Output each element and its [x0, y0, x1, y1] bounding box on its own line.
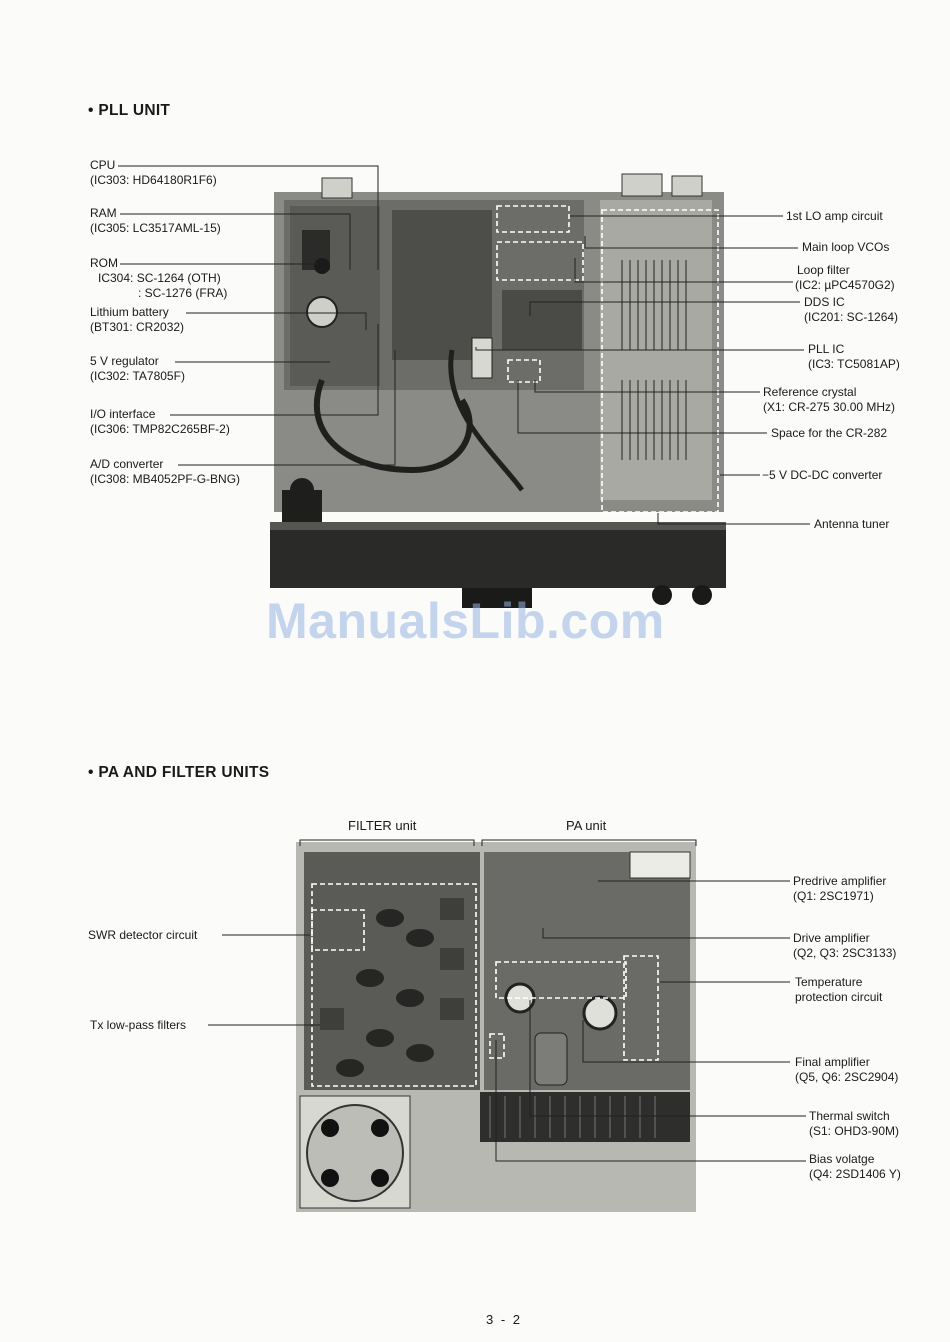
label-temperature-protection-sub: protection circuit [795, 990, 883, 1004]
label-space-cr282: Space for the CR-282 [771, 426, 887, 441]
label-rom-name: ROM [90, 256, 118, 270]
label-reference-crystal-name: Reference crystal [763, 385, 857, 399]
label-ad-converter: A/D converter (IC308: MB4052PF-G-BNG) [90, 457, 240, 487]
label-loop-filter-name: Loop filter [797, 263, 850, 277]
label-final-amp-sub: (Q5, Q6: 2SC2904) [795, 1070, 899, 1084]
label-ad-converter-name: A/D converter [90, 457, 164, 471]
label-lithium-battery-name: Lithium battery [90, 305, 169, 319]
label-space-cr282-name: Space for the CR-282 [771, 426, 888, 440]
label-swr-detector: SWR detector circuit [88, 928, 197, 943]
page-number: 3 - 2 [486, 1312, 523, 1327]
label-temperature-protection-name: Temperature [795, 975, 863, 989]
label-rom-sub1: IC304: SC-1264 (OTH) [98, 271, 221, 285]
label-dds-ic-name: DDS IC [804, 295, 845, 309]
pa-section-title: • PA AND FILTER UNITS [88, 764, 270, 781]
label-reference-crystal: Reference crystal (X1: CR-275 30.00 MHz) [763, 385, 895, 415]
label-drive-amp: Drive amplifier (Q2, Q3: 2SC3133) [793, 931, 896, 961]
label-bias-voltage-sub: (Q4: 2SD1406 Y) [809, 1167, 901, 1181]
label-predrive-amp-name: Predrive amplifier [793, 874, 887, 888]
pa-unit-caption: PA unit [566, 818, 607, 833]
filter-unit-caption: FILTER unit [348, 818, 417, 833]
label-cpu-sub: (IC303: HD64180R1F6) [90, 173, 217, 187]
label-main-loop-vcos: Main loop VCOs [802, 240, 889, 255]
label-5v-regulator-name: 5 V regulator [90, 354, 159, 368]
label-loop-filter-sub: (IC2: µPC4570G2) [795, 278, 895, 292]
label-tx-lowpass: Tx low-pass filters [90, 1018, 186, 1033]
label-lithium-battery-sub: (BT301: CR2032) [90, 320, 185, 334]
label-cpu: CPU (IC303: HD64180R1F6) [90, 158, 217, 188]
pa-filter-units-photo [296, 842, 696, 1212]
label-dcdc-converter-name: −5 V DC-DC converter [762, 468, 883, 482]
label-main-loop-vcos-name: Main loop VCOs [802, 240, 890, 254]
label-dds-ic-sub: (IC201: SC-1264) [804, 310, 899, 324]
label-final-amp-name: Final amplifier [795, 1055, 870, 1069]
label-lithium-battery: Lithium battery (BT301: CR2032) [90, 305, 184, 335]
label-reference-crystal-sub: (X1: CR-275 30.00 MHz) [763, 400, 896, 414]
label-pll-ic-name: PLL IC [808, 342, 845, 356]
label-antenna-tuner-name: Antenna tuner [814, 517, 890, 531]
label-ad-converter-sub: (IC308: MB4052PF-G-BNG) [90, 472, 241, 486]
label-final-amp: Final amplifier (Q5, Q6: 2SC2904) [795, 1055, 898, 1085]
label-5v-regulator-sub: (IC302: TA7805F) [90, 369, 185, 383]
label-predrive-amp: Predrive amplifier (Q1: 2SC1971) [793, 874, 886, 904]
label-pll-ic-sub: (IC3: TC5081AP) [808, 357, 900, 371]
watermark: ManualsLib.com [266, 593, 665, 649]
label-ram-name: RAM [90, 206, 117, 220]
label-bias-voltage-name: Bias volatge [809, 1152, 875, 1166]
label-pll-ic: PLL IC (IC3: TC5081AP) [808, 342, 900, 372]
label-drive-amp-sub: (Q2, Q3: 2SC3133) [793, 946, 897, 960]
label-bias-voltage: Bias volatge (Q4: 2SD1406 Y) [809, 1152, 901, 1182]
label-ram: RAM (IC305: LC3517AML-15) [90, 206, 221, 236]
pll-unit-photo [270, 173, 726, 608]
label-1st-lo-amp: 1st LO amp circuit [786, 209, 883, 224]
label-predrive-amp-sub: (Q1: 2SC1971) [793, 889, 874, 903]
label-rom: ROM IC304: SC-1264 (OTH) : SC-1276 (FRA) [90, 256, 227, 301]
label-drive-amp-name: Drive amplifier [793, 931, 870, 945]
label-dds-ic: DDS IC (IC201: SC-1264) [804, 295, 898, 325]
label-dcdc-converter: −5 V DC-DC converter [762, 468, 882, 483]
label-io-interface-name: I/O interface [90, 407, 156, 421]
label-thermal-switch-sub: (S1: OHD3-90M) [809, 1124, 900, 1138]
label-io-interface-sub: (IC306: TMP82C265BF-2) [90, 422, 230, 436]
label-temperature-protection: Temperature protection circuit [795, 975, 882, 1005]
label-5v-regulator: 5 V regulator (IC302: TA7805F) [90, 354, 185, 384]
label-thermal-switch-name: Thermal switch [809, 1109, 890, 1123]
label-tx-lowpass-name: Tx low-pass filters [90, 1018, 187, 1032]
label-thermal-switch: Thermal switch (S1: OHD3-90M) [809, 1109, 899, 1139]
label-ram-sub: (IC305: LC3517AML-15) [90, 221, 221, 235]
label-swr-detector-name: SWR detector circuit [88, 928, 198, 942]
label-cpu-name: CPU [90, 158, 116, 172]
label-loop-filter: Loop filter (IC2: µPC4570G2) [795, 263, 895, 293]
label-antenna-tuner: Antenna tuner [814, 517, 889, 532]
label-1st-lo-amp-name: 1st LO amp circuit [786, 209, 883, 223]
label-io-interface: I/O interface (IC306: TMP82C265BF-2) [90, 407, 230, 437]
pll-section-title: • PLL UNIT [88, 102, 171, 119]
label-rom-sub2: : SC-1276 (FRA) [138, 286, 228, 300]
